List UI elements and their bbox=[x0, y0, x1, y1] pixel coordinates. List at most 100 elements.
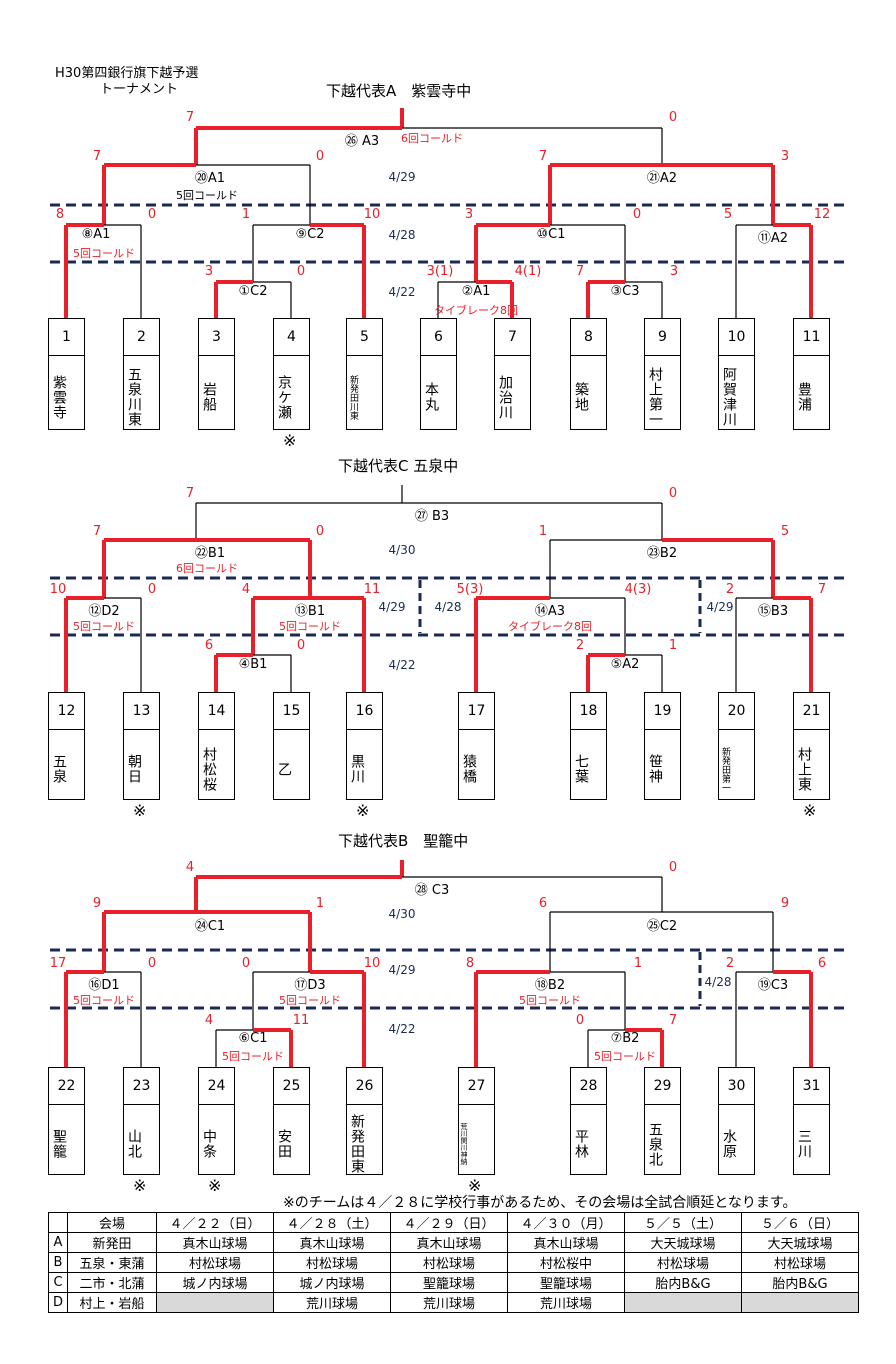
table-cell: 真木山球場 bbox=[156, 1232, 274, 1253]
team-number: 5 bbox=[347, 319, 382, 356]
team-box: 17 猿橋 bbox=[458, 692, 495, 800]
score: 12 bbox=[813, 207, 831, 222]
team-name: 七葉 bbox=[573, 754, 589, 784]
match-label: ⑥C1 bbox=[238, 1031, 268, 1046]
round-date: 4/22 bbox=[388, 1022, 416, 1036]
team-name: 中条 bbox=[201, 1129, 217, 1159]
team-name: 築地 bbox=[573, 382, 589, 412]
team-name: 五泉北 bbox=[647, 1121, 663, 1167]
table-cell: 城ノ内球場 bbox=[273, 1272, 391, 1293]
match-label: ⑳A1 bbox=[194, 171, 226, 186]
table-cell: 村松球場 bbox=[741, 1252, 859, 1273]
table-cell: 荒川球場 bbox=[507, 1292, 625, 1313]
team-box: 26 新発田東 bbox=[346, 1067, 383, 1175]
match-label: ⑨C2 bbox=[295, 227, 325, 242]
table-header-row: 会場 ４／２２（日） ４／２８（土） ４／２９（日） ４／３０（月） ５／５（土… bbox=[48, 1212, 859, 1233]
score: 7 bbox=[92, 524, 102, 539]
match-label: ㉔C1 bbox=[194, 919, 226, 934]
table-cell: 村松球場 bbox=[624, 1252, 742, 1273]
section-a-title: 下越代表A 紫雲寺中 bbox=[326, 82, 472, 100]
team-number: 12 bbox=[49, 693, 84, 730]
team-name: 乙 bbox=[276, 761, 292, 777]
table-cell bbox=[741, 1292, 859, 1313]
score: 0 bbox=[315, 149, 325, 164]
team-number: 7 bbox=[495, 319, 530, 356]
table-cell: B bbox=[48, 1252, 68, 1273]
team-name: 新発田第一 bbox=[720, 746, 730, 792]
match-label: ㉕C2 bbox=[646, 919, 678, 934]
team-name: 村上東 bbox=[796, 746, 812, 792]
team-name: 黒川 bbox=[349, 754, 365, 784]
team-box: 16 黒川 bbox=[346, 692, 383, 800]
team-number: 26 bbox=[347, 1068, 382, 1105]
table-cell: 荒川球場 bbox=[273, 1292, 391, 1313]
score: 0 bbox=[575, 1013, 585, 1028]
match-note: 5回コールド bbox=[279, 994, 341, 1007]
team-number: 17 bbox=[459, 693, 494, 730]
team-number: 25 bbox=[274, 1068, 309, 1105]
table-cell: ５／５（土） bbox=[624, 1212, 742, 1233]
table-cell bbox=[48, 1212, 68, 1233]
round-date: 4/28 bbox=[704, 975, 732, 989]
team-name: 安田 bbox=[276, 1129, 292, 1159]
match-note: 5回コールド bbox=[519, 994, 581, 1007]
team-name: 加治川 bbox=[497, 374, 513, 420]
score: 8 bbox=[55, 207, 65, 222]
score: 0 bbox=[668, 486, 678, 501]
round-date: 4/22 bbox=[388, 285, 416, 299]
team-number: 1 bbox=[49, 319, 84, 356]
team-name: 猿橋 bbox=[461, 754, 477, 784]
match-note: 5回コールド bbox=[73, 994, 135, 1007]
score: 0 bbox=[296, 264, 306, 279]
team-name: 京ケ瀬 bbox=[276, 374, 292, 420]
team-number: 15 bbox=[274, 693, 309, 730]
team-number: 11 bbox=[794, 319, 829, 356]
match-label: ⑦B2 bbox=[610, 1031, 640, 1046]
score: 11 bbox=[292, 1013, 310, 1028]
match-label: ⑫D2 bbox=[88, 604, 120, 619]
table-cell: 新発田 bbox=[67, 1232, 157, 1253]
score: 10 bbox=[363, 956, 381, 971]
match-label: ⑬B1 bbox=[294, 604, 326, 619]
score: 7 bbox=[185, 486, 195, 501]
match-label: ⑮B3 bbox=[757, 604, 789, 619]
table-cell: 村松球場 bbox=[390, 1252, 508, 1273]
team-name: 阿賀津川 bbox=[721, 367, 737, 427]
score: 8 bbox=[465, 956, 475, 971]
team-number: 13 bbox=[124, 693, 159, 730]
score: 7 bbox=[668, 1013, 678, 1028]
team-number: 19 bbox=[645, 693, 680, 730]
venue-schedule-table: 会場 ４／２２（日） ４／２８（土） ４／２９（日） ４／３０（月） ５／５（土… bbox=[48, 1212, 859, 1313]
score: 0 bbox=[668, 860, 678, 875]
team-name: 水原 bbox=[721, 1129, 737, 1159]
table-cell: ４／２９（日） bbox=[390, 1212, 508, 1233]
score: 0 bbox=[668, 110, 678, 125]
team-number: 23 bbox=[124, 1068, 159, 1105]
table-cell: C bbox=[48, 1272, 68, 1293]
team-number: 16 bbox=[347, 693, 382, 730]
score: 3(1) bbox=[426, 264, 454, 279]
score: 3 bbox=[464, 207, 474, 222]
table-cell: 真木山球場 bbox=[273, 1232, 391, 1253]
score: 7 bbox=[538, 149, 548, 164]
match-label: ⑰D3 bbox=[294, 978, 326, 993]
team-name: 岩船 bbox=[201, 382, 217, 412]
team-name: 五泉川東 bbox=[126, 367, 142, 427]
team-name: 三川 bbox=[796, 1129, 812, 1159]
team-number: 9 bbox=[645, 319, 680, 356]
table-cell: ４／２８（土） bbox=[273, 1212, 391, 1233]
table-cell: 村上・岩船 bbox=[67, 1292, 157, 1313]
team-name: 新発田東 bbox=[349, 1114, 365, 1174]
